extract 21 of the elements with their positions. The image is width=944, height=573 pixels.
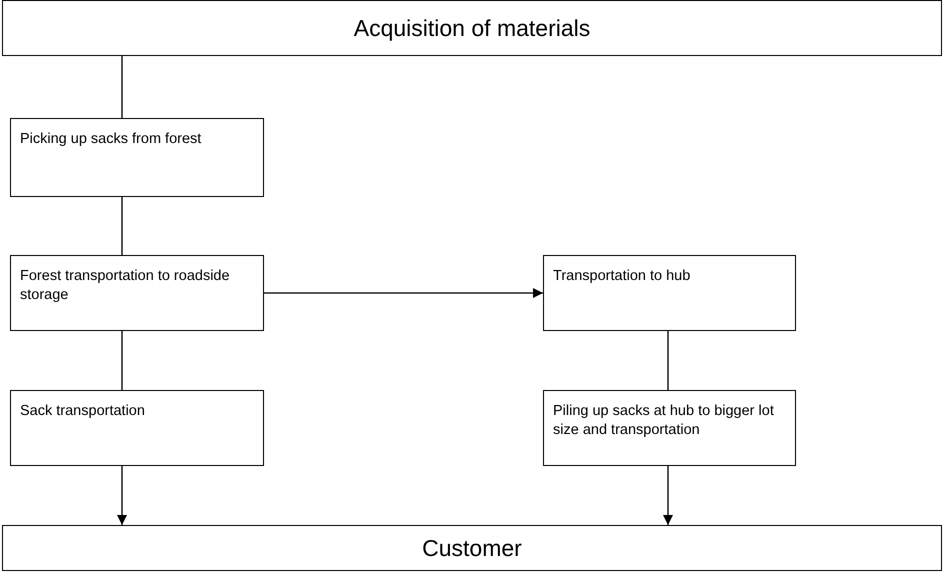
stage-box xyxy=(2,525,942,571)
connector-line xyxy=(121,331,123,390)
box-label: Forest transportation to roadside storage xyxy=(20,267,231,305)
process-box xyxy=(10,118,264,197)
process-box xyxy=(543,390,796,466)
box-label: Picking up sacks from forest xyxy=(20,130,202,149)
box-label: Piling up sacks at hub to bigger lot size and transportation xyxy=(553,402,775,440)
process-box xyxy=(10,390,264,466)
connector-line xyxy=(121,56,123,118)
box-label: Transportation to hub xyxy=(553,267,692,286)
box-label: Customer xyxy=(422,534,522,562)
box-label: Acquisition of materials xyxy=(354,14,590,42)
box-label: Sack transportation xyxy=(20,402,146,421)
arrow xyxy=(264,288,543,298)
stage-box xyxy=(2,0,942,56)
connector-line xyxy=(121,197,123,255)
process-box xyxy=(10,255,264,331)
process-box xyxy=(543,255,796,331)
arrow xyxy=(117,466,127,525)
arrow xyxy=(663,466,673,525)
connector-line xyxy=(667,331,669,390)
